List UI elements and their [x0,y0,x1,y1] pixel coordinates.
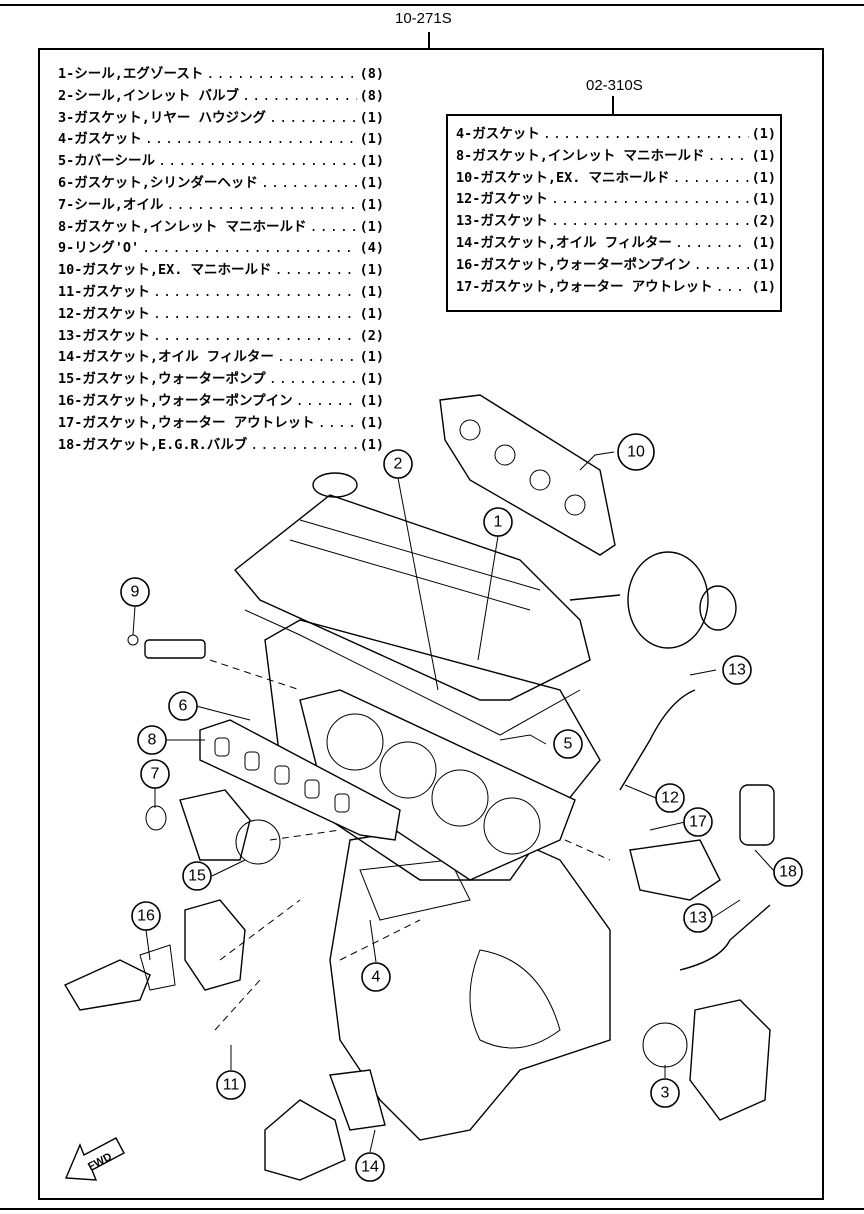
sub-parts-list: 4-ガスケット(1) 8-ガスケット,インレット マニホールド(1) 10-ガス… [456,122,776,296]
list-item[interactable]: 17-ガスケット,ウォーター アウトレット(1) [456,275,776,297]
list-item[interactable]: 2-シール,インレット バルブ(8) [58,84,384,106]
callout-18: 18 [773,857,803,887]
svg-text:3: 3 [661,1085,670,1102]
list-item[interactable]: 18-ガスケット,E.G.R.バルブ(1) [58,433,384,455]
svg-text:18: 18 [779,864,797,881]
list-item[interactable]: 6-ガスケット,シリンダーヘッド(1) [58,171,384,193]
cam-cover-seal [244,609,581,736]
kit-sub-leader [612,96,614,114]
egr-valve [739,784,775,846]
list-item[interactable]: 14-ガスケット,オイル フィルター(1) [456,231,776,253]
list-item[interactable]: 4-ガスケット(1) [58,127,384,149]
water-pipe [619,689,771,971]
callout-6: 6 [168,691,198,721]
callout-3: 3 [650,1078,680,1108]
oil-pump [145,789,251,861]
svg-text:5: 5 [564,736,573,753]
svg-text:14: 14 [361,1159,379,1176]
list-item[interactable]: 15-ガスケット,ウォーターポンプ(1) [58,367,384,389]
list-item[interactable]: 14-ガスケット,オイル フィルター(1) [58,345,384,367]
list-item[interactable]: 12-ガスケット(1) [58,302,384,324]
exploded-engine-diagram: 1 2 3 4 5 6 7 8 9 10 11 12 13 13 14 15 1… [63,394,803,1182]
svg-text:11: 11 [223,1077,240,1094]
list-item[interactable]: 16-ガスケット,ウォーターポンプイン(1) [456,253,776,275]
head-gasket [299,689,576,881]
svg-text:6: 6 [179,698,188,715]
list-item[interactable]: 1-シール,エグゾースト(8) [58,62,384,84]
fuel-injector [127,634,206,659]
svg-text:12: 12 [661,790,679,807]
callout-16: 16 [131,901,161,931]
oil-filter-bracket [264,1069,386,1181]
sub-kit-box: 4-ガスケット(1) 8-ガスケット,インレット マニホールド(1) 10-ガス… [446,114,782,312]
diagram-frame [38,48,824,1200]
svg-text:16: 16 [137,908,155,925]
list-item[interactable]: 4-ガスケット(1) [456,122,776,144]
svg-text:7: 7 [151,766,160,783]
list-item[interactable]: 9-リング'O'(4) [58,236,384,258]
callout-10: 10 [617,433,655,471]
callout-13: 13 [722,655,752,685]
water-outlet [629,839,721,901]
callout-7: 7 [140,759,170,789]
inlet-manifold-gasket [199,719,401,841]
callout-5: 5 [553,729,583,759]
callout-13: 13 [683,903,713,933]
water-pump-inlet [63,944,176,1011]
list-item[interactable]: 13-ガスケット(2) [58,324,384,346]
callout-4: 4 [361,962,391,992]
svg-text:4: 4 [372,969,381,986]
exhaust-manifold-gasket [439,394,616,556]
cylinder-block [329,819,611,1141]
svg-text:13: 13 [728,662,746,679]
callout-15: 15 [182,861,212,891]
list-item[interactable]: 7-シール,オイル(1) [58,193,384,215]
list-item[interactable]: 8-ガスケット,インレット マニホールド(1) [58,215,384,237]
list-item[interactable]: 16-ガスケット,ウォーターポンプイン(1) [58,389,384,411]
list-item[interactable]: 3-ガスケット,リヤー ハウジング(1) [58,106,384,128]
callout-8: 8 [137,725,167,755]
kit-main-number: 10-271S [395,10,452,27]
dashed-assembly-lines [209,659,611,1031]
list-item[interactable]: 10-ガスケット,EX. マニホールド(1) [58,258,384,280]
callout-14: 14 [355,1152,385,1182]
list-item[interactable]: 8-ガスケット,インレット マニホールド(1) [456,144,776,166]
list-item[interactable]: 13-ガスケット(2) [456,209,776,231]
svg-text:15: 15 [188,868,206,885]
list-item[interactable]: 17-ガスケット,ウォーター アウトレット(1) [58,411,384,433]
callout-2: 2 [383,449,413,479]
list-item[interactable]: 11-ガスケット(1) [58,280,384,302]
water-pump [184,819,281,991]
list-item[interactable]: 5-カバーシール(1) [58,149,384,171]
svg-text:2: 2 [394,456,403,473]
svg-text:1: 1 [494,514,503,531]
kit-sub-number: 02-310S [586,77,643,94]
fwd-arrow: FWD [64,1137,125,1181]
leader-lines [132,451,776,1153]
callout-9: 9 [120,577,150,607]
cam-cover [234,472,591,701]
list-item[interactable]: 10-ガスケット,EX. マニホールド(1) [456,166,776,188]
svg-text:17: 17 [689,814,707,831]
svg-text:8: 8 [148,732,157,749]
callout-17: 17 [683,807,713,837]
main-parts-list: 1-シール,エグゾースト(8) 2-シール,インレット バルブ(8) 3-ガスケ… [58,62,384,454]
list-item[interactable]: 12-ガスケット(1) [456,187,776,209]
callout-11: 11 [216,1070,246,1100]
turbocharger [569,551,737,649]
svg-text:9: 9 [131,584,140,601]
kit-main-leader [428,32,430,49]
svg-text:10: 10 [627,444,645,461]
top-rule [0,4,864,6]
bottom-rule [0,1208,864,1210]
callout-1: 1 [483,507,513,537]
svg-text:13: 13 [689,910,707,927]
callout-12: 12 [655,783,685,813]
